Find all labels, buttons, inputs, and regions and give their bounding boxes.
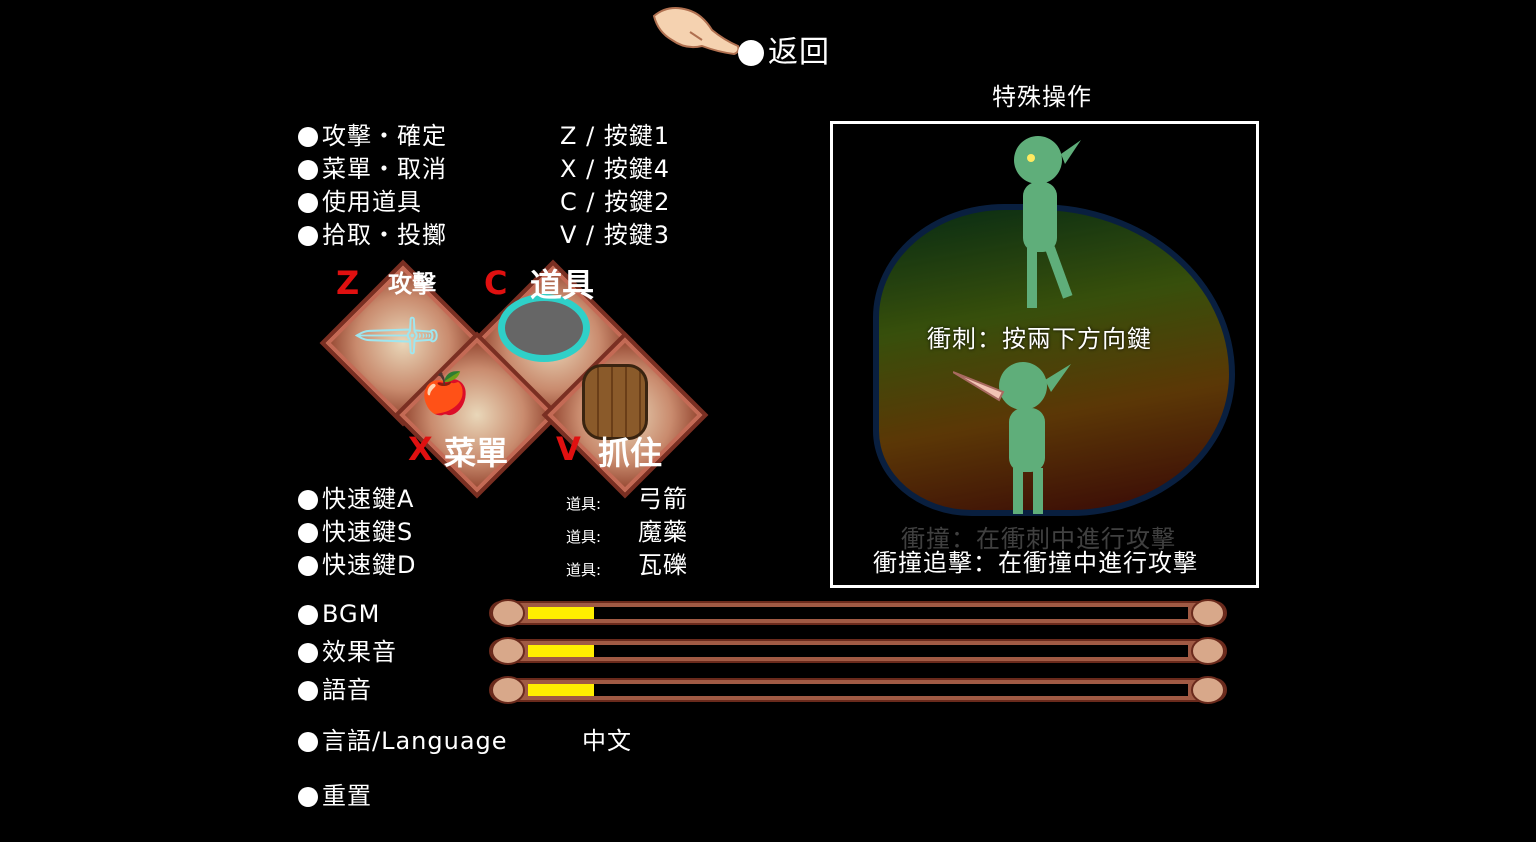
volume-slider[interactable] <box>488 598 1228 628</box>
shortcut-type: 道具: <box>566 561 602 579</box>
key-diagram: 🗡 🍎 Z 攻擊 C 道具 X 菜單 V 抓住 <box>319 259 709 499</box>
slider-track[interactable] <box>488 636 1228 666</box>
language-value[interactable]: 中文 <box>582 727 632 755</box>
slider-fill <box>528 684 594 696</box>
bullet-icon <box>298 490 318 510</box>
volume-label: BGM <box>322 600 381 628</box>
bracelet-icon <box>498 294 590 362</box>
control-label: 拾取・投擲 <box>322 221 447 249</box>
volume-voice[interactable]: 語音 <box>298 675 372 705</box>
control-item[interactable]: 使用道具 <box>298 187 422 217</box>
volume-sfx[interactable]: 效果音 <box>298 637 397 667</box>
slider-right-cap <box>1191 637 1225 665</box>
food-icon: 🍎 <box>420 371 470 417</box>
special-title: 特殊操作 <box>992 83 1092 111</box>
charge-followup-instruction: 衝撞追擊：在衝撞中進行攻擊 <box>873 549 1198 577</box>
bullet-icon <box>298 523 318 543</box>
language-option[interactable]: 言語/Language <box>298 726 508 756</box>
slider-track[interactable] <box>488 598 1228 628</box>
slider-right-cap <box>1191 599 1225 627</box>
slider-left-cap <box>491 676 525 704</box>
goblin-attack-icon <box>952 350 1103 520</box>
shortcut-type: 道具: <box>566 528 602 546</box>
reset-label: 重置 <box>322 782 372 810</box>
barrel-icon <box>582 364 648 440</box>
bullet-icon <box>298 160 318 180</box>
slider-left-cap <box>491 599 525 627</box>
bullet-icon <box>298 681 318 701</box>
pointing-hand-icon <box>650 2 740 60</box>
slider-track[interactable] <box>488 675 1228 705</box>
goblin-icon <box>993 130 1083 320</box>
z-key-label: Z <box>336 264 360 302</box>
slider-right-cap <box>1191 676 1225 704</box>
control-key: X / 按鍵4 <box>560 155 671 183</box>
shortcut-label: 快速鍵A <box>322 485 415 513</box>
bullet-icon <box>298 787 318 807</box>
dash-instruction: 衝刺：按兩下方向鍵 <box>927 325 1152 353</box>
slider-fill <box>528 645 594 657</box>
bullet-icon <box>298 193 318 213</box>
bullet-icon <box>298 643 318 663</box>
attack-label: 攻擊 <box>388 270 436 298</box>
shortcut-type: 道具: <box>566 495 602 513</box>
control-pickup[interactable]: 拾取・投擲 <box>298 220 447 250</box>
slider-empty <box>528 607 1188 619</box>
control-key: C / 按鍵2 <box>560 188 671 216</box>
bullet-icon <box>298 127 318 147</box>
back-button[interactable]: 返回 <box>738 38 830 68</box>
volume-label: 效果音 <box>322 638 397 666</box>
control-label: 攻擊・確定 <box>322 122 447 150</box>
slider-fill <box>528 607 594 619</box>
bullet-icon <box>298 605 318 625</box>
volume-slider[interactable] <box>488 675 1228 705</box>
bullet-icon <box>738 40 764 66</box>
grab-label: 抓住 <box>598 434 663 472</box>
menu-label: 菜單 <box>444 434 509 472</box>
shortcut-label: 快速鍵D <box>322 551 417 579</box>
control-label: 使用道具 <box>322 188 422 216</box>
bullet-icon <box>298 226 318 246</box>
x-key-label: X <box>408 430 433 468</box>
shortcut-a[interactable]: 快速鍵A <box>298 484 414 514</box>
control-label: 菜單・取消 <box>322 155 447 183</box>
slider-empty <box>528 645 1188 657</box>
reset-button[interactable]: 重置 <box>298 781 372 811</box>
shortcut-item: 魔藥 <box>638 518 688 546</box>
shortcut-item: 弓箭 <box>638 485 688 513</box>
control-menu[interactable]: 菜單・取消 <box>298 154 447 184</box>
shortcut-d[interactable]: 快速鍵D <box>298 550 416 580</box>
special-panel: 衝刺：按兩下方向鍵 衝撞：在衝刺中進行攻擊 衝撞追擊：在衝撞中進行攻擊 <box>830 121 1259 588</box>
language-label: 言語/Language <box>322 727 508 755</box>
volume-bgm[interactable]: BGM <box>298 599 380 629</box>
item-label: 道具 <box>530 266 595 304</box>
volume-slider[interactable] <box>488 636 1228 666</box>
shortcut-item: 瓦礫 <box>638 551 688 579</box>
charge-instruction: 衝撞：在衝刺中進行攻擊 <box>901 525 1176 553</box>
c-key-label: C <box>484 264 508 302</box>
shortcut-label: 快速鍵S <box>322 518 414 546</box>
shortcut-s[interactable]: 快速鍵S <box>298 517 413 547</box>
bullet-icon <box>298 732 318 752</box>
control-key: Z / 按鍵1 <box>560 122 671 150</box>
slider-empty <box>528 684 1188 696</box>
v-key-label: V <box>556 430 581 468</box>
control-key: V / 按鍵3 <box>560 221 671 249</box>
slider-left-cap <box>491 637 525 665</box>
volume-label: 語音 <box>322 676 372 704</box>
back-label: 返回 <box>768 35 830 70</box>
control-attack[interactable]: 攻擊・確定 <box>298 121 447 151</box>
bullet-icon <box>298 556 318 576</box>
